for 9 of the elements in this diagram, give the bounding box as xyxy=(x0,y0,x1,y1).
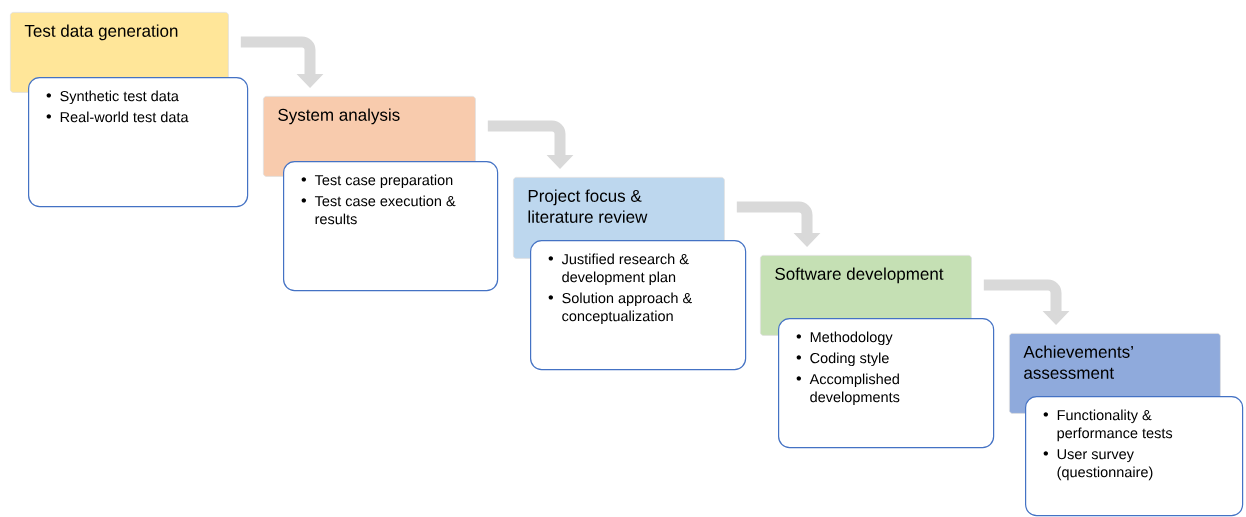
bent-arrow xyxy=(487,120,574,169)
detail-box: Synthetic test data Real-world test data xyxy=(28,77,249,208)
detail-box: Justified research & development plan Solution approach & conceptualization xyxy=(530,240,747,371)
detail-box: Methodology Coding style Accomplished developments xyxy=(778,318,995,449)
bent-arrow xyxy=(240,36,324,88)
detail-box: Functionality & performance tests User survey (questionnaire) xyxy=(1025,396,1244,517)
bent-arrow xyxy=(736,201,821,247)
detail-box: Test case preparation Test case execution & results xyxy=(283,161,499,292)
bent-arrow xyxy=(983,279,1070,325)
